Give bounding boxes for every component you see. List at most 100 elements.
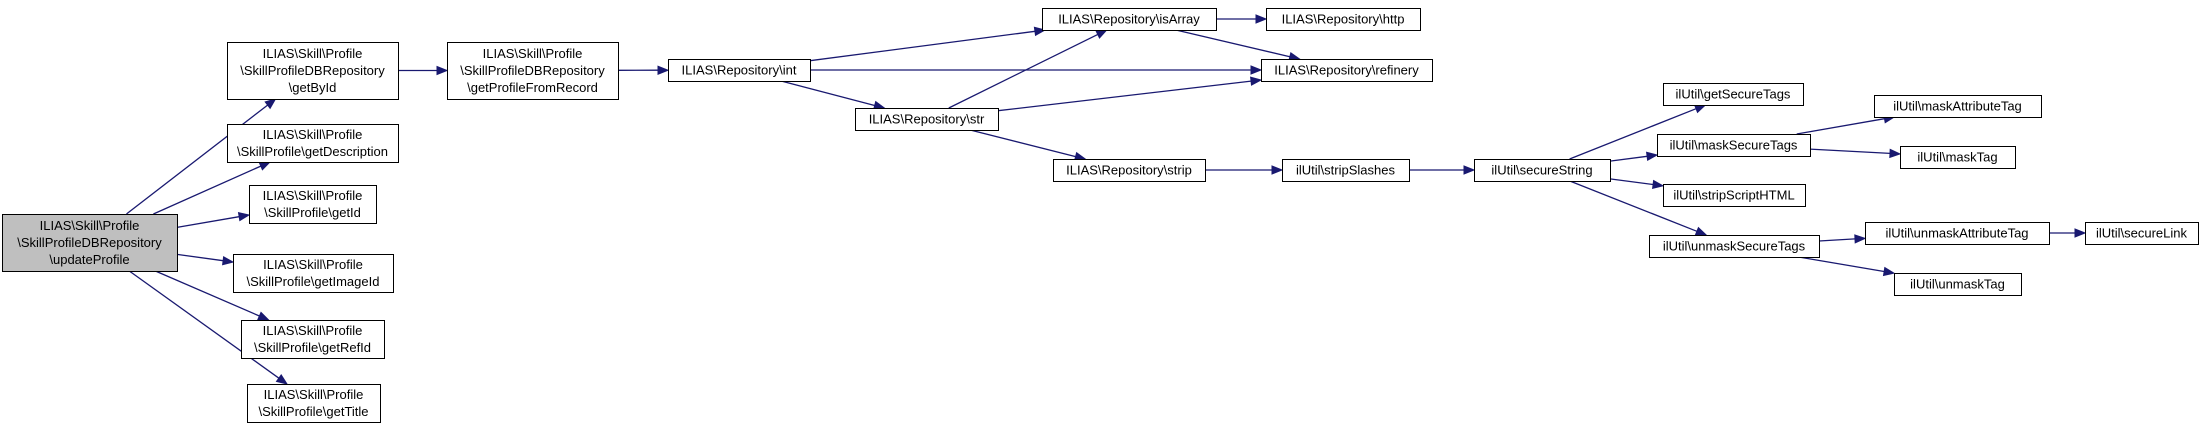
arrow-head-icon [222,255,235,266]
node-get-secure-tags[interactable]: ilUtil\getSecureTags [1663,83,1804,106]
node-unmask-tag[interactable]: ilUtil\unmaskTag [1894,273,2022,296]
arrow-head-icon [257,311,270,321]
node-get-by-id[interactable]: ILIAS\Skill\Profile\SkillProfileDBReposi… [227,42,399,100]
node-get-title[interactable]: ILIAS\Skill\Profile\SkillProfile\getTitl… [247,384,381,423]
node-label-line: ilUtil\secureString [1491,163,1592,178]
node-box [447,42,619,100]
arrow-head-icon [1271,165,1284,175]
edge-line [1569,108,1697,160]
node-box [1266,8,1421,31]
edge-repo-str-to-repo-refinery [997,76,1263,112]
edge-line [809,30,1036,62]
arrow-head-icon [1095,29,1108,39]
arrow-head-icon [1646,151,1659,161]
node-strip-script-html[interactable]: ilUtil\stripScriptHTML [1663,184,1806,207]
edge-repo-int-to-repo-str [780,80,886,110]
node-label-line: \SkillProfile\getImageId [247,274,380,289]
node-secure-link[interactable]: ilUtil\secureLink [2085,222,2199,245]
arrow-head-icon [1694,226,1708,236]
node-repo-is-array[interactable]: ILIAS\Repository\isArray [1042,8,1217,31]
node-box [227,124,399,163]
node-repo-http[interactable]: ILIAS\Repository\http [1266,8,1421,31]
edge-get-profile-from-record-to-repo-int [617,65,670,75]
node-label-line: \getById [289,80,337,95]
node-box [1874,95,2042,118]
edge-line [126,104,268,215]
node-unmask-secure-tags[interactable]: ilUtil\unmaskSecureTags [1649,235,1820,258]
node-box [1663,184,1806,207]
arrow-head-icon [436,65,449,76]
node-label-line: ilUtil\maskTag [1917,150,1997,165]
edge-update-profile-to-get-title [128,270,289,385]
edge-line [997,80,1252,112]
edge-update-profile-to-get-ref-id [155,270,270,321]
node-label-line: ILIAS\Skill\Profile [483,46,583,61]
edge-get-by-id-to-get-profile-from-record [398,65,449,76]
node-box [2,214,178,272]
node-get-ref-id[interactable]: ILIAS\Skill\Profile\SkillProfile\getRefI… [241,320,385,359]
node-mask-secure-tags[interactable]: ilUtil\maskSecureTags [1657,134,1811,157]
edge-update-profile-to-get-image-id [176,253,235,266]
edge-line [1798,256,1885,273]
edge-line [970,129,1076,158]
edge-repo-strip-to-strip-slashes [1205,165,1284,175]
edge-line [780,80,875,107]
node-box [1474,159,1611,182]
node-strip-slashes[interactable]: ilUtil\stripSlashes [1282,159,1410,182]
node-label-line: ILIAS\Skill\Profile [263,188,363,203]
node-label-line: ILIAS\Skill\Profile [263,127,363,142]
node-box [1053,159,1206,182]
arrow-head-icon [264,98,277,110]
arrow-head-icon [1882,266,1896,277]
node-label-line: \getProfileFromRecord [467,80,598,95]
node-label-line: ilUtil\unmaskAttributeTag [1885,226,2028,241]
node-get-profile-from-record[interactable]: ILIAS\Skill\Profile\SkillProfileDBReposi… [447,42,619,100]
edge-update-profile-to-get-by-id [126,98,277,215]
node-label-line: ilUtil\unmaskTag [1910,277,2005,292]
node-get-id[interactable]: ILIAS\Skill\Profile \SkillProfile\getId [249,185,377,224]
arrow-head-icon [1889,148,1902,159]
node-unmask-attribute-tag[interactable]: ilUtil\unmaskAttributeTag [1865,222,2050,245]
node-box [241,320,385,359]
node-box [668,59,811,82]
node-label-line: ILIAS\Skill\Profile [40,218,140,233]
node-box [1894,273,2022,296]
edge-line [128,270,280,379]
node-box [247,384,381,423]
node-box [227,42,399,100]
node-update-profile[interactable]: ILIAS\Skill\Profile \SkillProfileDBReposi… [2,214,178,272]
node-mask-tag[interactable]: ilUtil\maskTag [1900,146,2016,169]
node-get-image-id[interactable]: ILIAS\Skill\Profile\SkillProfile\getImag… [233,254,394,293]
arrow-head-icon [657,65,670,75]
node-label-line: ilUtil\stripScriptHTML [1673,188,1794,203]
edge-line [1796,118,1885,135]
arrow-head-icon [1255,14,1268,24]
edge-line [1175,29,1291,58]
edge-line [1609,178,1654,186]
node-repo-strip[interactable]: ILIAS\Repository\strip [1053,159,1206,182]
node-box [1900,146,2016,169]
node-label-line: ILIAS\Repository\isArray [1058,12,1200,27]
node-repo-str[interactable]: ILIAS\Repository\str [855,108,999,131]
node-get-description[interactable]: ILIAS\Skill\Profile \SkillProfile\getDesc… [227,124,399,163]
edge-line [1809,148,1891,155]
node-mask-attribute-tag[interactable]: ilUtil\maskAttributeTag [1874,95,2042,118]
node-label-line: ILIAS\Skill\Profile [264,387,364,402]
node-label-line: ILIAS\Repository\http [1282,12,1405,27]
node-label-line: ILIAS\Repository\refinery [1274,63,1419,78]
node-label-line: ilUtil\maskSecureTags [1670,138,1798,153]
edge-repo-str-to-repo-is-array [948,29,1108,109]
node-box [1282,159,1410,182]
node-label-line: ilUtil\stripSlashes [1296,163,1395,178]
edge-line [948,33,1099,109]
node-label-line: \SkillProfile\getDescription [237,144,388,159]
node-repo-int[interactable]: ILIAS\Repository\int [668,59,811,82]
node-repo-refinery[interactable]: ILIAS\Repository\refinery [1261,59,1433,82]
node-label-line: \SkillProfile\getId [264,205,361,220]
node-label-line: \SkillProfileDBRepository [17,235,162,250]
edge-repo-is-array-to-repo-refinery [1175,29,1301,62]
node-secure-string[interactable]: ilUtil\secureString [1474,159,1611,182]
node-label-line: ILIAS\Skill\Profile [263,323,363,338]
node-label-line: \updateProfile [49,252,129,267]
